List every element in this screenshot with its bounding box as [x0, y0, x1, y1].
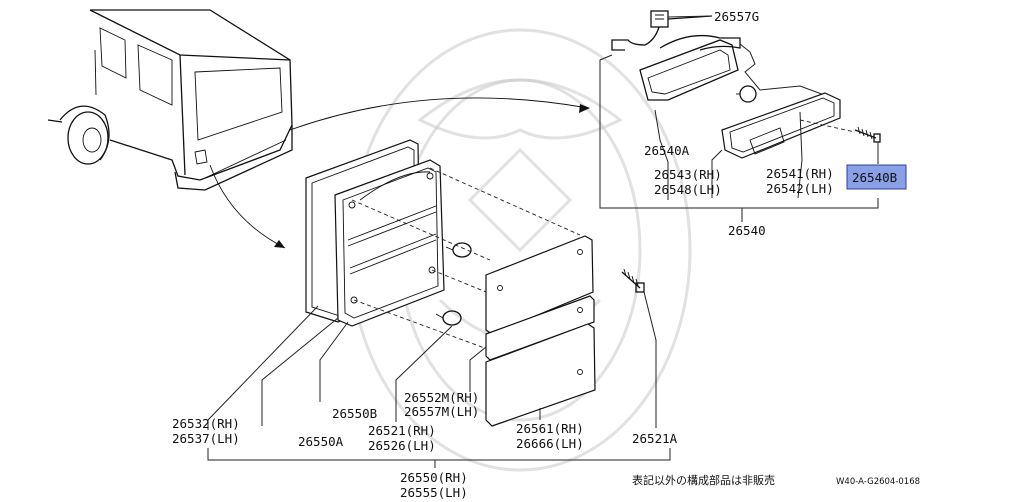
lens-lower — [485, 323, 596, 427]
part-26543-26548[interactable]: 26543(RH) 26548(LH) — [654, 149, 723, 198]
footer-note: 表記以外の構成部品は非販売 — [632, 473, 775, 487]
svg-text:26552M(RH): 26552M(RH) — [404, 390, 479, 405]
diagram-code: W40-A-G2604-0168 — [836, 477, 920, 487]
part-26552M-26557M[interactable]: 26552M(RH) 26557M(LH) — [404, 346, 487, 419]
arrow-to-lamp — [209, 164, 286, 249]
svg-text:26521A: 26521A — [632, 431, 678, 446]
svg-text:26557G: 26557G — [714, 9, 759, 24]
part-26541-26542[interactable]: 26541(RH) 26542(LH) — [766, 111, 834, 199]
svg-text:26555(LH): 26555(LH) — [400, 485, 468, 500]
arrow-to-side-lamp — [289, 97, 589, 131]
svg-text:26537(LH): 26537(LH) — [172, 431, 240, 446]
svg-text:26550B: 26550B — [332, 406, 377, 421]
lens-upper — [485, 235, 594, 335]
svg-text:26540B: 26540B — [852, 170, 897, 185]
part-26540A[interactable]: 26540A — [644, 109, 690, 200]
arrowhead-side-lamp — [579, 104, 590, 113]
svg-text:26541(RH): 26541(RH) — [766, 166, 834, 181]
svg-text:26666(LH): 26666(LH) — [516, 436, 584, 451]
svg-text:26550(RH): 26550(RH) — [400, 470, 468, 485]
part-26521-26526[interactable]: 26521(RH) 26526(LH) — [368, 325, 453, 453]
part-26521A[interactable]: 26521A — [632, 291, 678, 446]
part-26540B[interactable]: 26540B — [846, 142, 907, 190]
part-26532-26537[interactable]: 26532(RH) 26537(LH) — [172, 305, 319, 446]
lens-middle — [485, 295, 595, 361]
lamp-housing — [334, 159, 445, 327]
side-lens — [721, 92, 841, 159]
part-26557G[interactable]: 26557G — [667, 9, 759, 24]
svg-text:26561(RH): 26561(RH) — [516, 421, 584, 436]
svg-text:26540: 26540 — [728, 223, 766, 238]
part-26550-26555[interactable]: 26550(RH) 26555(LH) — [207, 448, 671, 500]
arrowhead-lamp — [274, 240, 285, 248]
side-lamp-assembly — [599, 10, 881, 209]
part-26561-26666[interactable]: 26561(RH) 26666(LH) — [516, 408, 584, 451]
part-26550B[interactable]: 26550B — [319, 321, 377, 421]
van-illustration — [47, 9, 293, 191]
svg-text:26542(LH): 26542(LH) — [766, 181, 834, 196]
svg-text:26526(LH): 26526(LH) — [368, 438, 436, 453]
svg-text:26540A: 26540A — [644, 143, 690, 158]
rear-lamp-assembly — [305, 139, 645, 427]
svg-text:26550A: 26550A — [298, 434, 344, 449]
svg-text:26532(RH): 26532(RH) — [172, 416, 240, 431]
part-26550A[interactable]: 26550A — [261, 317, 344, 449]
part-26540[interactable]: 26540 — [728, 208, 766, 238]
svg-text:26557M(LH): 26557M(LH) — [404, 404, 479, 419]
svg-text:26543(RH): 26543(RH) — [654, 167, 722, 182]
svg-text:26548(LH): 26548(LH) — [654, 182, 722, 197]
side-bulb — [739, 85, 757, 103]
svg-text:26521(RH): 26521(RH) — [368, 423, 436, 438]
